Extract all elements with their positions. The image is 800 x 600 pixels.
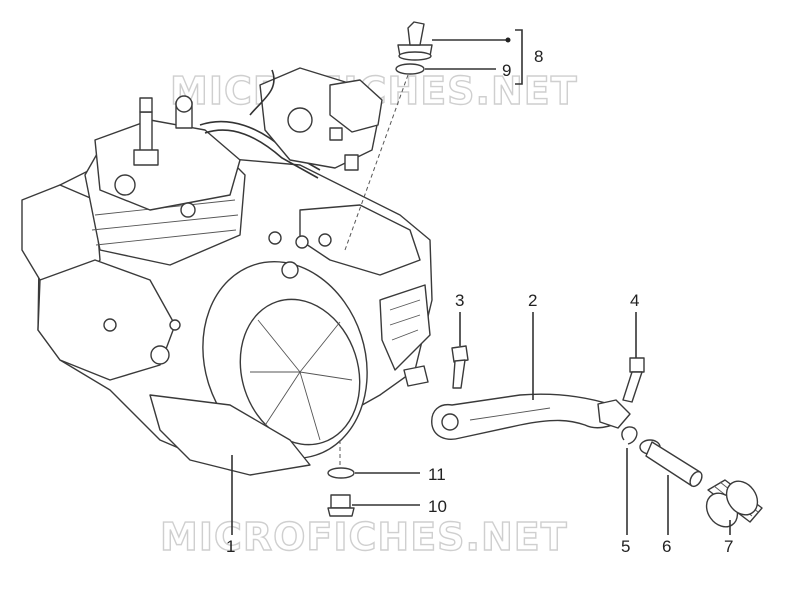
engine-assembly — [21, 67, 433, 476]
bolt-part — [622, 357, 645, 403]
o-ring-part — [395, 63, 425, 75]
circlip-part — [621, 426, 638, 445]
screw-part — [451, 345, 469, 389]
callout-9: 9 — [502, 61, 511, 80]
callout-6: 6 — [662, 537, 671, 556]
washer-part — [327, 467, 355, 479]
callout-1: 1 — [226, 537, 235, 556]
watermark-bottom: MICROFICHES.NET — [160, 515, 568, 559]
callout-8: 8 — [534, 47, 543, 66]
callout-11: 11 — [428, 465, 446, 484]
kick-start-lever-part — [431, 393, 631, 440]
callout-7: 7 — [724, 537, 733, 556]
callout-2: 2 — [528, 291, 537, 310]
watermark-top: MICROFICHES.NET — [170, 69, 578, 113]
pivot-pin-part — [639, 439, 703, 488]
callout-3: 3 — [455, 291, 464, 310]
filler-cap-part — [397, 21, 433, 61]
rubber-grip-part — [705, 479, 763, 528]
callout-4: 4 — [630, 291, 639, 310]
drain-plug-part — [327, 494, 355, 517]
callout-5: 5 — [621, 537, 630, 556]
callout-10: 10 — [428, 497, 447, 516]
